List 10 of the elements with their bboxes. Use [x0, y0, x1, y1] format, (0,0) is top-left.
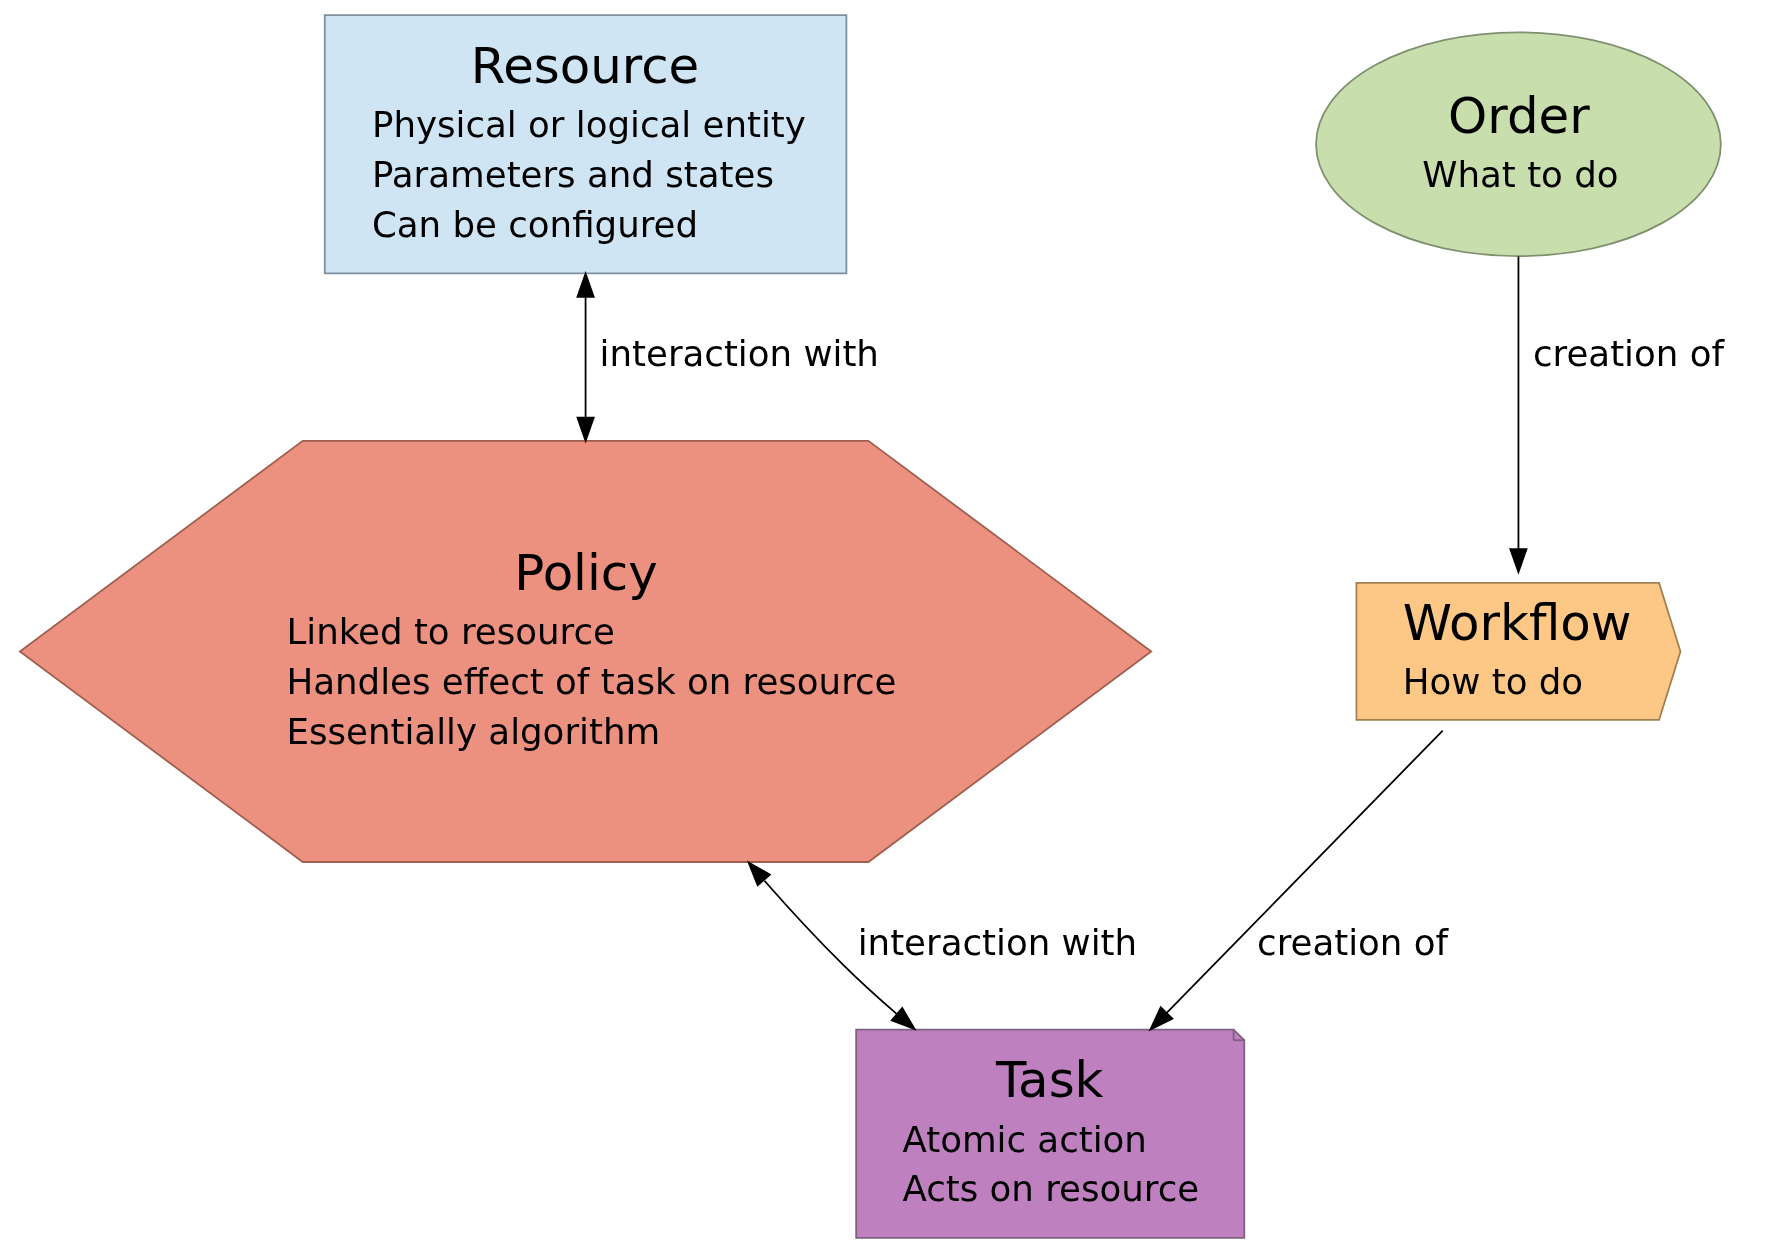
- edge-label: creation of: [1533, 332, 1724, 374]
- arrow: [576, 271, 595, 444]
- node-ellipse: Order What to do: [1315, 31, 1722, 258]
- edge-label: interaction with: [599, 332, 879, 374]
- edge-label: interaction with: [857, 921, 1138, 963]
- node-box: Resource Physical or logical entity Parameters and states Can be configured: [323, 14, 848, 275]
- arrow: [746, 860, 917, 1031]
- arrow: [1509, 255, 1528, 575]
- arrow: [1148, 729, 1444, 1032]
- edge-label: creation of: [1257, 921, 1449, 963]
